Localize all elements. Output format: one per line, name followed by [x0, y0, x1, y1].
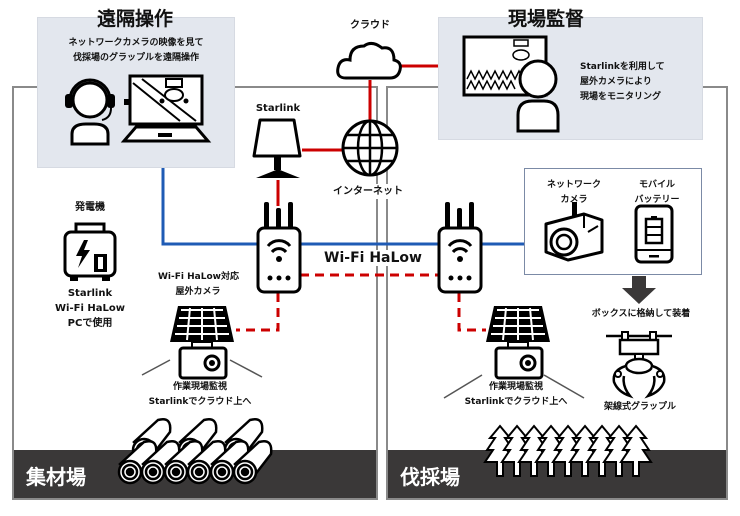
remote-operation-description: ネットワークカメラの映像を見て 伐採場のグラップルを遠隔操作: [68, 38, 204, 63]
starlink-dish-icon: [252, 118, 302, 178]
blue-link-remote-to-router: [161, 168, 262, 246]
network-camera-icon: [544, 202, 604, 262]
mobile-battery-label: モバイル バッテリー: [634, 180, 680, 205]
cable-grapple-icon: [606, 331, 672, 399]
wifi-halow-router-right-icon: [437, 202, 483, 294]
grapple-label: 架線式グラップル: [603, 402, 676, 412]
zone-felling-site-label: 伐採場: [400, 465, 460, 489]
starlink-label: Starlink: [255, 103, 301, 114]
generator-icon: [63, 222, 117, 281]
outdoor-camera-label: Wi-Fi HaLow対応 屋外カメラ: [158, 272, 239, 297]
cloud-icon: [336, 41, 402, 80]
tree-icon: [619, 424, 653, 477]
mobile-battery-icon: [634, 204, 674, 264]
internet-label: インターネット: [318, 184, 418, 199]
cloud-label: クラウド: [350, 20, 390, 31]
network-camera-label: ネットワーク カメラ: [546, 180, 601, 205]
wifi-halow-router-left-icon: [256, 202, 302, 294]
camera-caption-left: 作業現場監視 Starlinkでクラウド上へ: [148, 382, 252, 407]
internet-globe-icon: [341, 119, 399, 177]
generator-title: 発電機: [75, 202, 105, 213]
camera-caption-right: 作業現場監視 Starlinkでクラウド上へ: [464, 382, 568, 407]
mount-note: ボックスに格納して装着: [591, 309, 691, 319]
site-supervisor-title: 現場監督: [508, 8, 585, 30]
log-icon: [232, 440, 273, 485]
log-icon: [209, 440, 250, 485]
site-supervisor-description: Starlinkを利用して 屋外カメラにより 現場をモニタリング: [580, 62, 665, 102]
supervisor-monitor-icon: [462, 35, 560, 133]
laptop-grapple-icon: [120, 74, 212, 143]
solar-camera-left-icon: [170, 306, 234, 380]
wifi-halow-label: Wi-Fi HaLow: [318, 250, 428, 266]
zone-log-yard-label: 集材場: [26, 465, 86, 489]
zone-felling-site: 伐採場: [386, 86, 728, 500]
generator-usage: Starlink Wi-Fi HaLow PCで使用: [55, 288, 125, 329]
remote-operation-title: 遠隔操作: [97, 8, 174, 30]
red-dashed-router-to-left-camera: [236, 293, 280, 332]
red-dashed-router-to-right-camera: [457, 293, 486, 332]
operator-headset-icon: [65, 78, 115, 146]
forest-trees-icon: [483, 424, 653, 477]
solar-camera-right-icon: [486, 306, 550, 380]
arrow-down-icon: [622, 276, 656, 304]
logs-pile-icon: [117, 418, 273, 485]
log-icon: [186, 440, 227, 485]
